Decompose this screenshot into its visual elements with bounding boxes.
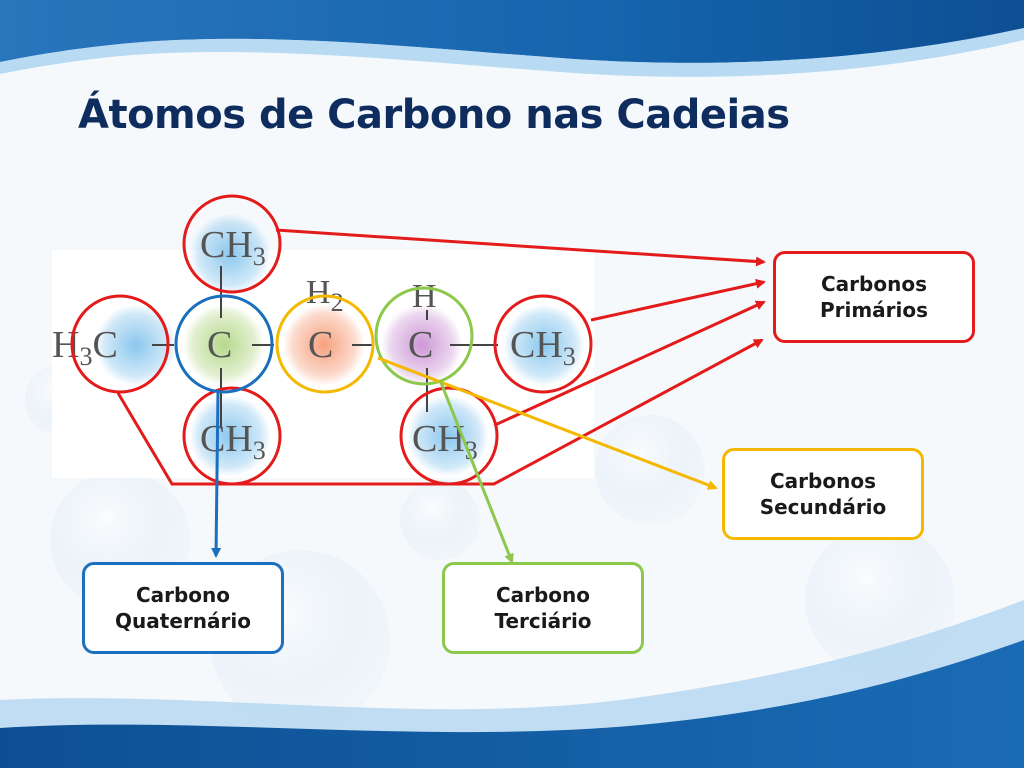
label-tertiary-line2: Terciário [494, 609, 592, 633]
atom-ch3-bottom-left: CH3 [200, 418, 266, 465]
label-primary-line1: Carbonos [821, 272, 927, 296]
label-quaternary-line2: Quaternário [115, 609, 251, 633]
bond-c2-c3 [352, 344, 374, 346]
atom-c-quaternary: C [207, 324, 233, 366]
top-wave-light [0, 28, 1024, 77]
label-primary-line2: Primários [819, 298, 929, 322]
atom-ch3-right: CH3 [510, 324, 576, 371]
atom-ch3-bottom-right: CH3 [412, 418, 478, 465]
atom-c-tertiary: C [408, 324, 434, 366]
label-secondary-line2: Secundário [759, 495, 887, 519]
atom-h2: H2 [306, 274, 344, 317]
bottom-wave-dark [0, 640, 1024, 768]
label-quaternary-line1: Carbono [135, 583, 231, 607]
bond-h3c-c [152, 344, 174, 346]
atom-h: H [412, 278, 437, 315]
slide-title: Átomos de Carbono nas Cadeias [78, 92, 790, 138]
molecule-structure: CH3 H3C C H2 C H C CH3 CH3 CH3 [52, 214, 594, 478]
top-wave-dark [0, 0, 1024, 63]
atom-h3c-left: H3C [52, 324, 118, 371]
atom-ch3-top: CH3 [200, 224, 266, 271]
label-tertiary-line1: Carbono [495, 583, 591, 607]
bond-c-top [220, 266, 222, 318]
atom-c-secondary: C [308, 324, 334, 366]
bond-c3-ch3 [450, 344, 498, 346]
label-secondary-line1: Carbonos [770, 469, 876, 493]
bond-c3-bottom [426, 368, 428, 412]
bond-c-c2 [252, 344, 274, 346]
